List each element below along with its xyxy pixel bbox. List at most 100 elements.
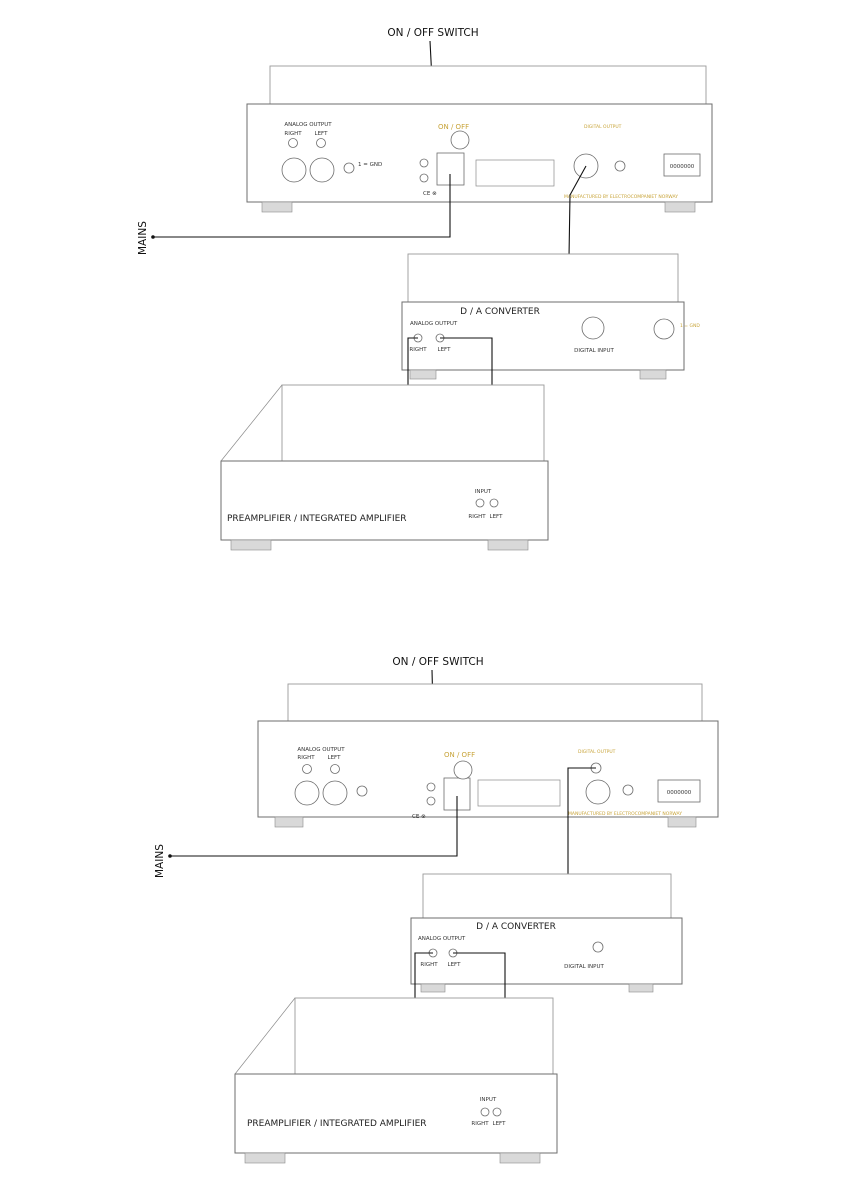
preamp-2-left-input-jack[interactable] <box>492 1107 502 1117</box>
analog-output-label: ANALOG OUTPUT <box>284 122 332 128</box>
right-output-label-2: RIGHT <box>297 755 315 761</box>
mains-label-2: MAINS <box>154 844 166 878</box>
preamp-foot-left <box>230 539 272 551</box>
preamp-left-input-jack[interactable] <box>489 498 499 508</box>
serial-plate-2 <box>657 779 701 803</box>
analog-output-label-2: ANALOG OUTPUT <box>297 747 345 753</box>
right-output-jack <box>288 138 298 148</box>
dac-2-right-label: RIGHT <box>420 962 438 968</box>
digital-xlr-output-2 <box>585 779 611 805</box>
power-unit-2-top-lid <box>287 683 703 722</box>
dac-analog-output-label: ANALOG OUTPUT <box>410 321 458 327</box>
power-unit-2: ANALOG OUTPUT RIGHT LEFT CE ⊗ ON / OFF D… <box>257 683 719 828</box>
dac-rear-panel <box>401 301 685 371</box>
ground-terminal-2 <box>426 796 436 806</box>
mains-cable-2 <box>170 796 458 857</box>
right-output-label: RIGHT <box>284 131 302 137</box>
preamp-right-label: RIGHT <box>468 514 486 520</box>
preamp-2-right-label: RIGHT <box>471 1121 489 1127</box>
caution-text-block <box>475 159 555 187</box>
digital-pin-diagram-2 <box>622 784 634 796</box>
manufacturer-label: MANUFACTURED BY ELECTROCOMPANIET NORWAY <box>564 194 678 200</box>
dac-2-digital-input-label: DIGITAL INPUT <box>564 964 604 970</box>
ce-mark: CE ⊗ <box>423 191 437 197</box>
power-switch[interactable] <box>450 130 470 150</box>
serial-number: 0000000 <box>670 164 695 170</box>
dac-2-top-lid <box>422 873 672 919</box>
preamp-top-lid <box>281 384 545 462</box>
preamp-2-lid-edge-left <box>234 997 296 1075</box>
right-output-jack-2 <box>302 764 312 774</box>
preamp-foot-right <box>487 539 529 551</box>
diagram-xlr: ON / OFF SWITCH ANALOG OUTPUT RIGHT LEFT… <box>137 27 713 551</box>
power-unit-2-foot-right <box>667 816 697 828</box>
dac-foot-right <box>639 369 667 380</box>
dac-digital-xlr-input[interactable] <box>581 316 605 340</box>
preamp-2-rear-panel <box>234 1073 558 1154</box>
right-xlr-output-2 <box>294 780 320 806</box>
xlr-pin-legend: 1 = GND <box>358 162 382 168</box>
ce-mark-2: CE ⊗ <box>412 814 426 820</box>
digital-output-label-2: DIGITAL OUTPUT <box>578 749 616 755</box>
dac-2-title: D / A CONVERTER <box>476 922 556 932</box>
manufacturer-label-2: MANUFACTURED BY ELECTROCOMPANIET NORWAY <box>568 811 682 817</box>
xlr-pinout-legend: 1 = GND <box>680 323 700 329</box>
mains-cable <box>153 174 451 238</box>
preamp-lid-edge-left <box>220 384 283 462</box>
dac-digital-input-label: DIGITAL INPUT <box>574 348 614 354</box>
preamp-2-left-label: LEFT <box>493 1121 507 1127</box>
left-output-label-2: LEFT <box>328 755 342 761</box>
dac-top-lid <box>407 253 679 303</box>
ground-terminal <box>419 173 429 183</box>
left-output-jack-2 <box>330 764 340 774</box>
dac-2-foot-right <box>628 983 654 993</box>
mains-label: MAINS <box>137 221 149 255</box>
power-switch-label: ON / OFF <box>438 123 469 131</box>
dac-right-label: RIGHT <box>409 347 427 353</box>
dac-title: D / A CONVERTER <box>460 307 540 317</box>
power-unit: ANALOG OUTPUT RIGHT LEFT 1 = GND CE ⊗ ON… <box>246 65 713 213</box>
dac-left-label: LEFT <box>438 347 452 353</box>
serial-plate <box>663 153 701 177</box>
preamp-input-label: INPUT <box>475 489 492 495</box>
xlr-pin-diagram <box>343 162 355 174</box>
preamp-left-label: LEFT <box>490 514 504 520</box>
preamp-2-right-input-jack[interactable] <box>480 1107 490 1117</box>
power-unit-top-lid <box>269 65 707 105</box>
caution-text-block-2 <box>477 779 561 807</box>
serial-number-2: 0000000 <box>667 790 692 796</box>
switch-callout-label: ON / OFF SWITCH <box>387 27 478 39</box>
dac-2-digital-coax-input[interactable] <box>592 941 604 953</box>
preamp-unit: PREAMPLIFIER / INTEGRATED AMPLIFIER INPU… <box>220 384 549 551</box>
preamp-title: PREAMPLIFIER / INTEGRATED AMPLIFIER <box>227 514 407 524</box>
dac-2-foot-left <box>420 983 446 993</box>
power-unit-rear-panel <box>246 103 713 203</box>
xlr-pin-diagram-2 <box>356 785 368 797</box>
dac-unit-2: D / A CONVERTER ANALOG OUTPUT RIGHT LEFT… <box>410 873 683 993</box>
switch-callout-label-2: ON / OFF SWITCH <box>392 656 483 668</box>
power-switch-2[interactable] <box>453 760 473 780</box>
xlr-pinout-detail <box>653 318 675 340</box>
preamp-unit-2: PREAMPLIFIER / INTEGRATED AMPLIFIER INPU… <box>234 997 558 1164</box>
preamp-rear-panel <box>220 460 549 541</box>
power-unit-2-foot-left <box>274 816 304 828</box>
digital-output-label: DIGITAL OUTPUT <box>584 124 622 130</box>
power-unit-2-rear-panel <box>257 720 719 818</box>
right-xlr-output <box>281 157 307 183</box>
dac-2-analog-output-label: ANALOG OUTPUT <box>418 936 466 942</box>
preamp-2-foot-right <box>499 1152 541 1164</box>
preamp-2-input-label: INPUT <box>480 1097 497 1103</box>
dac-foot-left <box>409 369 437 380</box>
left-output-jack <box>316 138 326 148</box>
diagram-coax: ON / OFF SWITCH ANALOG OUTPUT RIGHT LEFT… <box>154 656 719 1164</box>
dac-unit: D / A CONVERTER ANALOG OUTPUT RIGHT LEFT… <box>401 253 685 380</box>
preamp-2-top-lid <box>294 997 554 1075</box>
preamp-right-input-jack[interactable] <box>475 498 485 508</box>
power-unit-foot-right <box>664 201 696 213</box>
power-switch-label-2: ON / OFF <box>444 751 475 759</box>
preamp-2-title: PREAMPLIFIER / INTEGRATED AMPLIFIER <box>247 1119 427 1129</box>
fuse-holder <box>419 158 429 168</box>
left-xlr-output-2 <box>322 780 348 806</box>
preamp-2-foot-left <box>244 1152 286 1164</box>
